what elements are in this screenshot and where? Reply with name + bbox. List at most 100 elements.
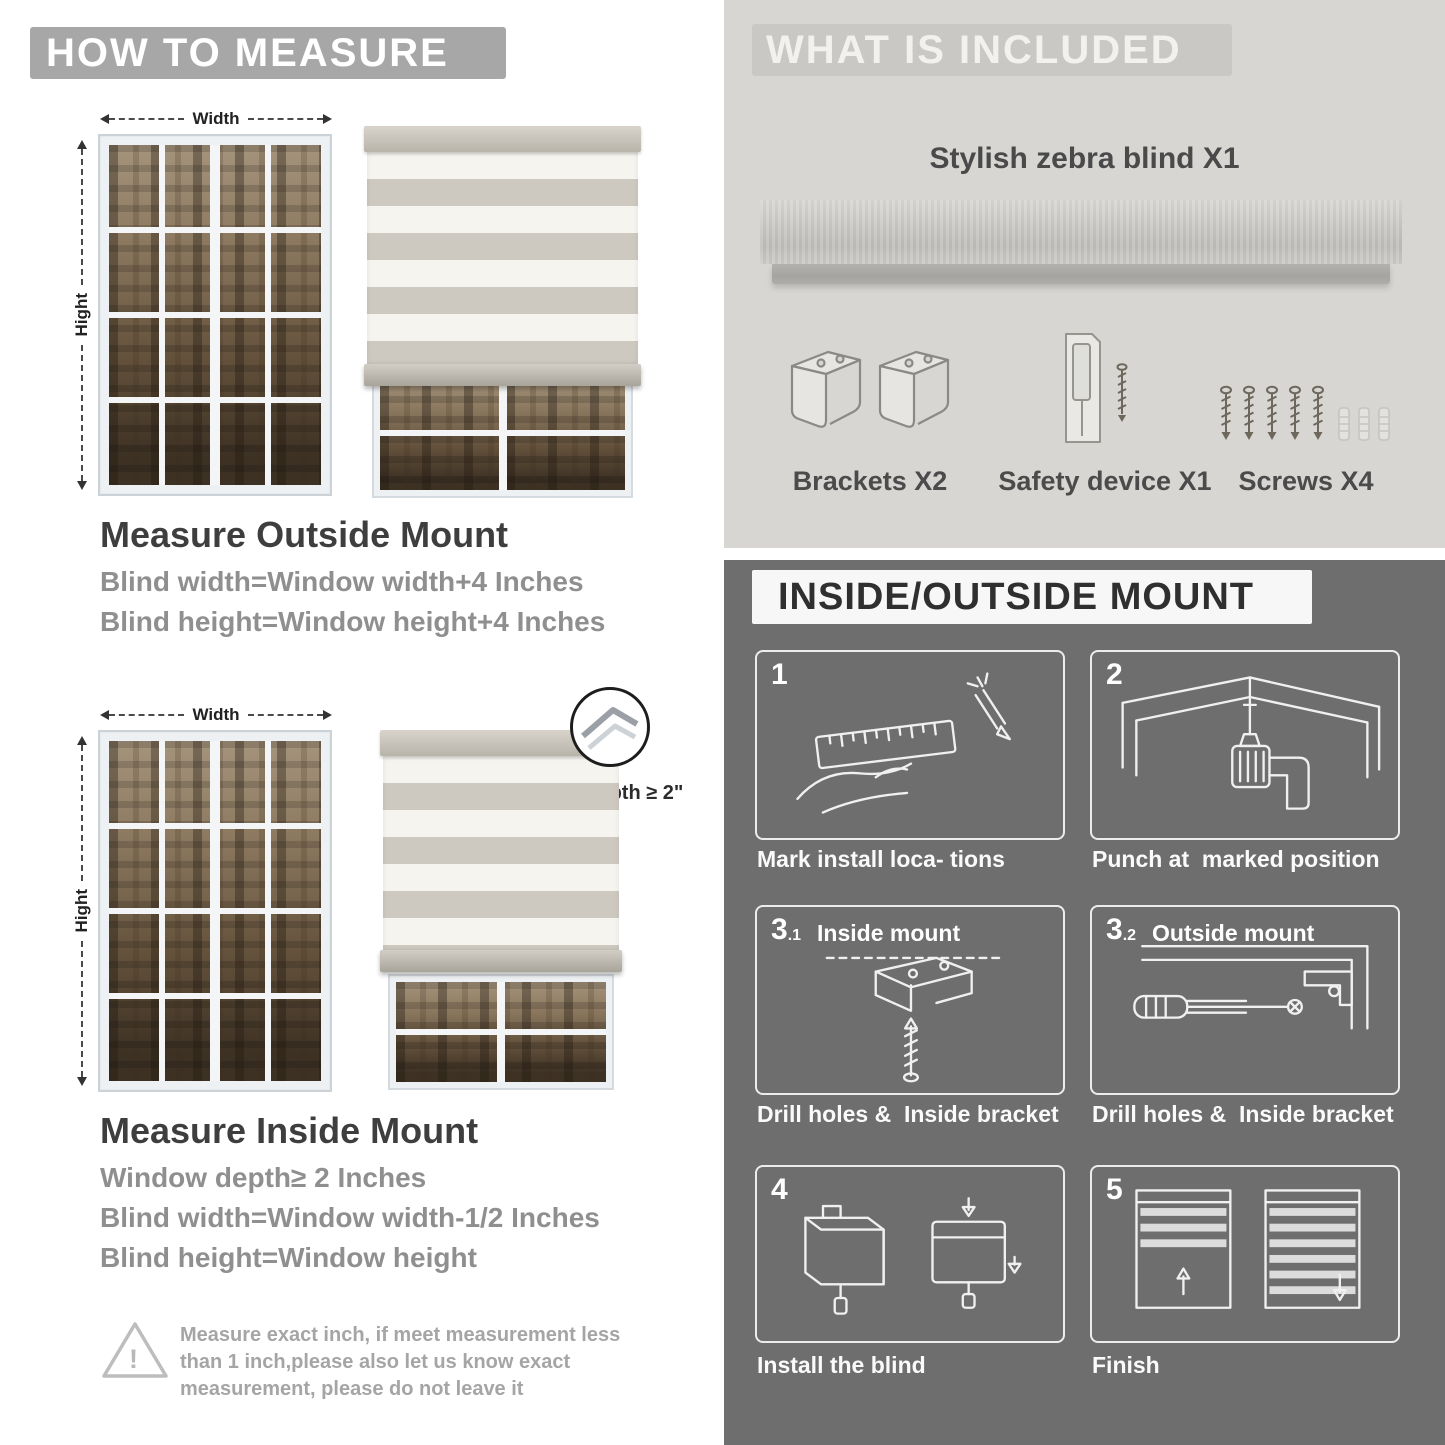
arrow-up-icon (77, 140, 87, 149)
mark-locations-illustration (796, 672, 1012, 814)
step-header: 4 (771, 1175, 804, 1205)
step-number: 5 (1106, 1173, 1123, 1206)
arrow-up-icon (77, 736, 87, 745)
height-arrow-inside: Hight (72, 736, 92, 1086)
arrow-dash (81, 745, 83, 882)
inside-outside-mount-banner: INSIDE/OUTSIDE MOUNT (752, 570, 1312, 624)
blind-stripes (383, 756, 619, 950)
inside-formula-height: Blind height=Window height (100, 1242, 477, 1273)
brackets-label: Brackets X2 (792, 466, 948, 496)
window-corner-detail-icon (581, 707, 639, 750)
arrow-left-icon (100, 114, 109, 124)
arrow-down-icon (77, 481, 87, 490)
arrow-dash (109, 118, 185, 120)
arrow-down-icon (77, 1077, 87, 1086)
width-arrow-outside: Width (100, 108, 332, 130)
step-number: 3 (1106, 913, 1123, 946)
inside-mount-bracket-illustration (825, 956, 1005, 1083)
step-substep: .2 (1122, 927, 1137, 944)
step-panel-5: 5 (1090, 1165, 1400, 1343)
safety-device-icon (1065, 333, 1128, 443)
window-glass (109, 145, 321, 485)
screws-label: Screws X4 (1238, 466, 1374, 496)
outside-mount-bracket-illustration (1133, 944, 1369, 1030)
what-is-included-banner: WHAT IS INCLUDED (752, 24, 1232, 76)
warning-triangle-icon (102, 1322, 168, 1378)
window-muntin (380, 430, 625, 436)
step-panel-4: 4 (755, 1165, 1065, 1343)
screws-icon (1220, 385, 1390, 441)
inside-blind-illustration (380, 730, 622, 1090)
step-caption-2: Punch at marked position (1092, 846, 1380, 872)
how-to-measure-banner: HOW TO MEASURE (30, 27, 506, 79)
width-label: Width (192, 705, 240, 724)
step-panel-3-1: 3 .1 Inside mount (755, 905, 1065, 1095)
window-muntin (109, 397, 321, 403)
outside-formula-width: Blind width=Window width+4 Inches (100, 566, 584, 597)
step-number: 1 (771, 658, 788, 691)
install-blind-illustration (804, 1197, 1022, 1315)
depth-callout-circle (570, 687, 650, 767)
blind-cassette (364, 126, 641, 152)
outside-blind-illustration (364, 126, 641, 498)
arrow-left-icon (100, 710, 109, 720)
window-behind-blind (388, 974, 614, 1090)
step-inner-label: Outside mount (1152, 920, 1315, 946)
step-header: 1 (771, 660, 804, 690)
blind-bottom-rail (364, 364, 641, 386)
warning-exclamation: ! (129, 1344, 138, 1374)
headrail-bottom-strip (772, 264, 1390, 284)
window-muntin (396, 1029, 606, 1035)
step-number: 2 (1106, 658, 1123, 691)
height-arrow-outside: Hight (72, 140, 92, 490)
step-header: 3 .2 Outside mount (1106, 915, 1314, 947)
drill-illustration (1121, 676, 1381, 810)
outside-window-illustration (98, 134, 332, 496)
blind-bottom-rail (380, 950, 622, 972)
arrow-dash (81, 940, 83, 1077)
warning-text: Measure exact inch, if meet measurement … (180, 1324, 621, 1400)
step-panel-3-2: 3 .2 Outside mount (1090, 905, 1400, 1095)
window-muntin (109, 993, 321, 999)
height-label: Hight (72, 889, 91, 933)
arrow-dash (81, 344, 83, 481)
window-muntin (109, 908, 321, 914)
window-glass (396, 982, 606, 1082)
step-header: 5 (1106, 1175, 1139, 1205)
step-inner-label: Inside mount (817, 920, 961, 946)
window-muntin (109, 312, 321, 318)
arrow-dash (247, 714, 323, 716)
step-caption-3-1: Drill holes & Inside bracket (757, 1101, 1059, 1127)
step-header: 2 (1106, 660, 1139, 690)
arrow-right-icon (323, 114, 332, 124)
step-number: 4 (771, 1173, 788, 1206)
inside-window-illustration (98, 730, 332, 1092)
safety-device-label: Safety device X1 (998, 466, 1212, 496)
step-panel-1: 1 (755, 650, 1065, 840)
arrow-dash (81, 149, 83, 286)
step-caption-4: Install the blind (757, 1352, 926, 1378)
step-header: 3 .1 Inside mount (771, 915, 960, 947)
width-label: Width (192, 109, 240, 128)
inside-formula-depth: Window depth≥ 2 Inches (100, 1162, 427, 1193)
step-caption-3-2: Drill holes & Inside bracket (1092, 1101, 1394, 1127)
measure-outside-title: Measure Outside Mount (100, 514, 509, 555)
width-arrow-inside: Width (100, 704, 332, 726)
finish-illustration (1135, 1189, 1361, 1309)
zebra-blind-label: Stylish zebra blind X1 (929, 142, 1240, 175)
window-behind-blind (372, 368, 633, 498)
blind-stripes (367, 152, 638, 364)
window-muntin (109, 823, 321, 829)
inside-formula-width: Blind width=Window width-1/2 Inches (100, 1202, 600, 1233)
arrow-dash (109, 714, 185, 716)
step-substep: .1 (787, 927, 802, 944)
step-caption-5: Finish (1092, 1352, 1160, 1378)
window-glass (109, 741, 321, 1081)
brackets-icon (790, 350, 950, 428)
zebra-blind-headrail-image (760, 200, 1402, 264)
step-caption-1: Mark install loca- tions (757, 846, 1005, 872)
height-label: Hight (72, 293, 91, 337)
arrow-dash (247, 118, 323, 120)
window-muntin (109, 227, 321, 233)
